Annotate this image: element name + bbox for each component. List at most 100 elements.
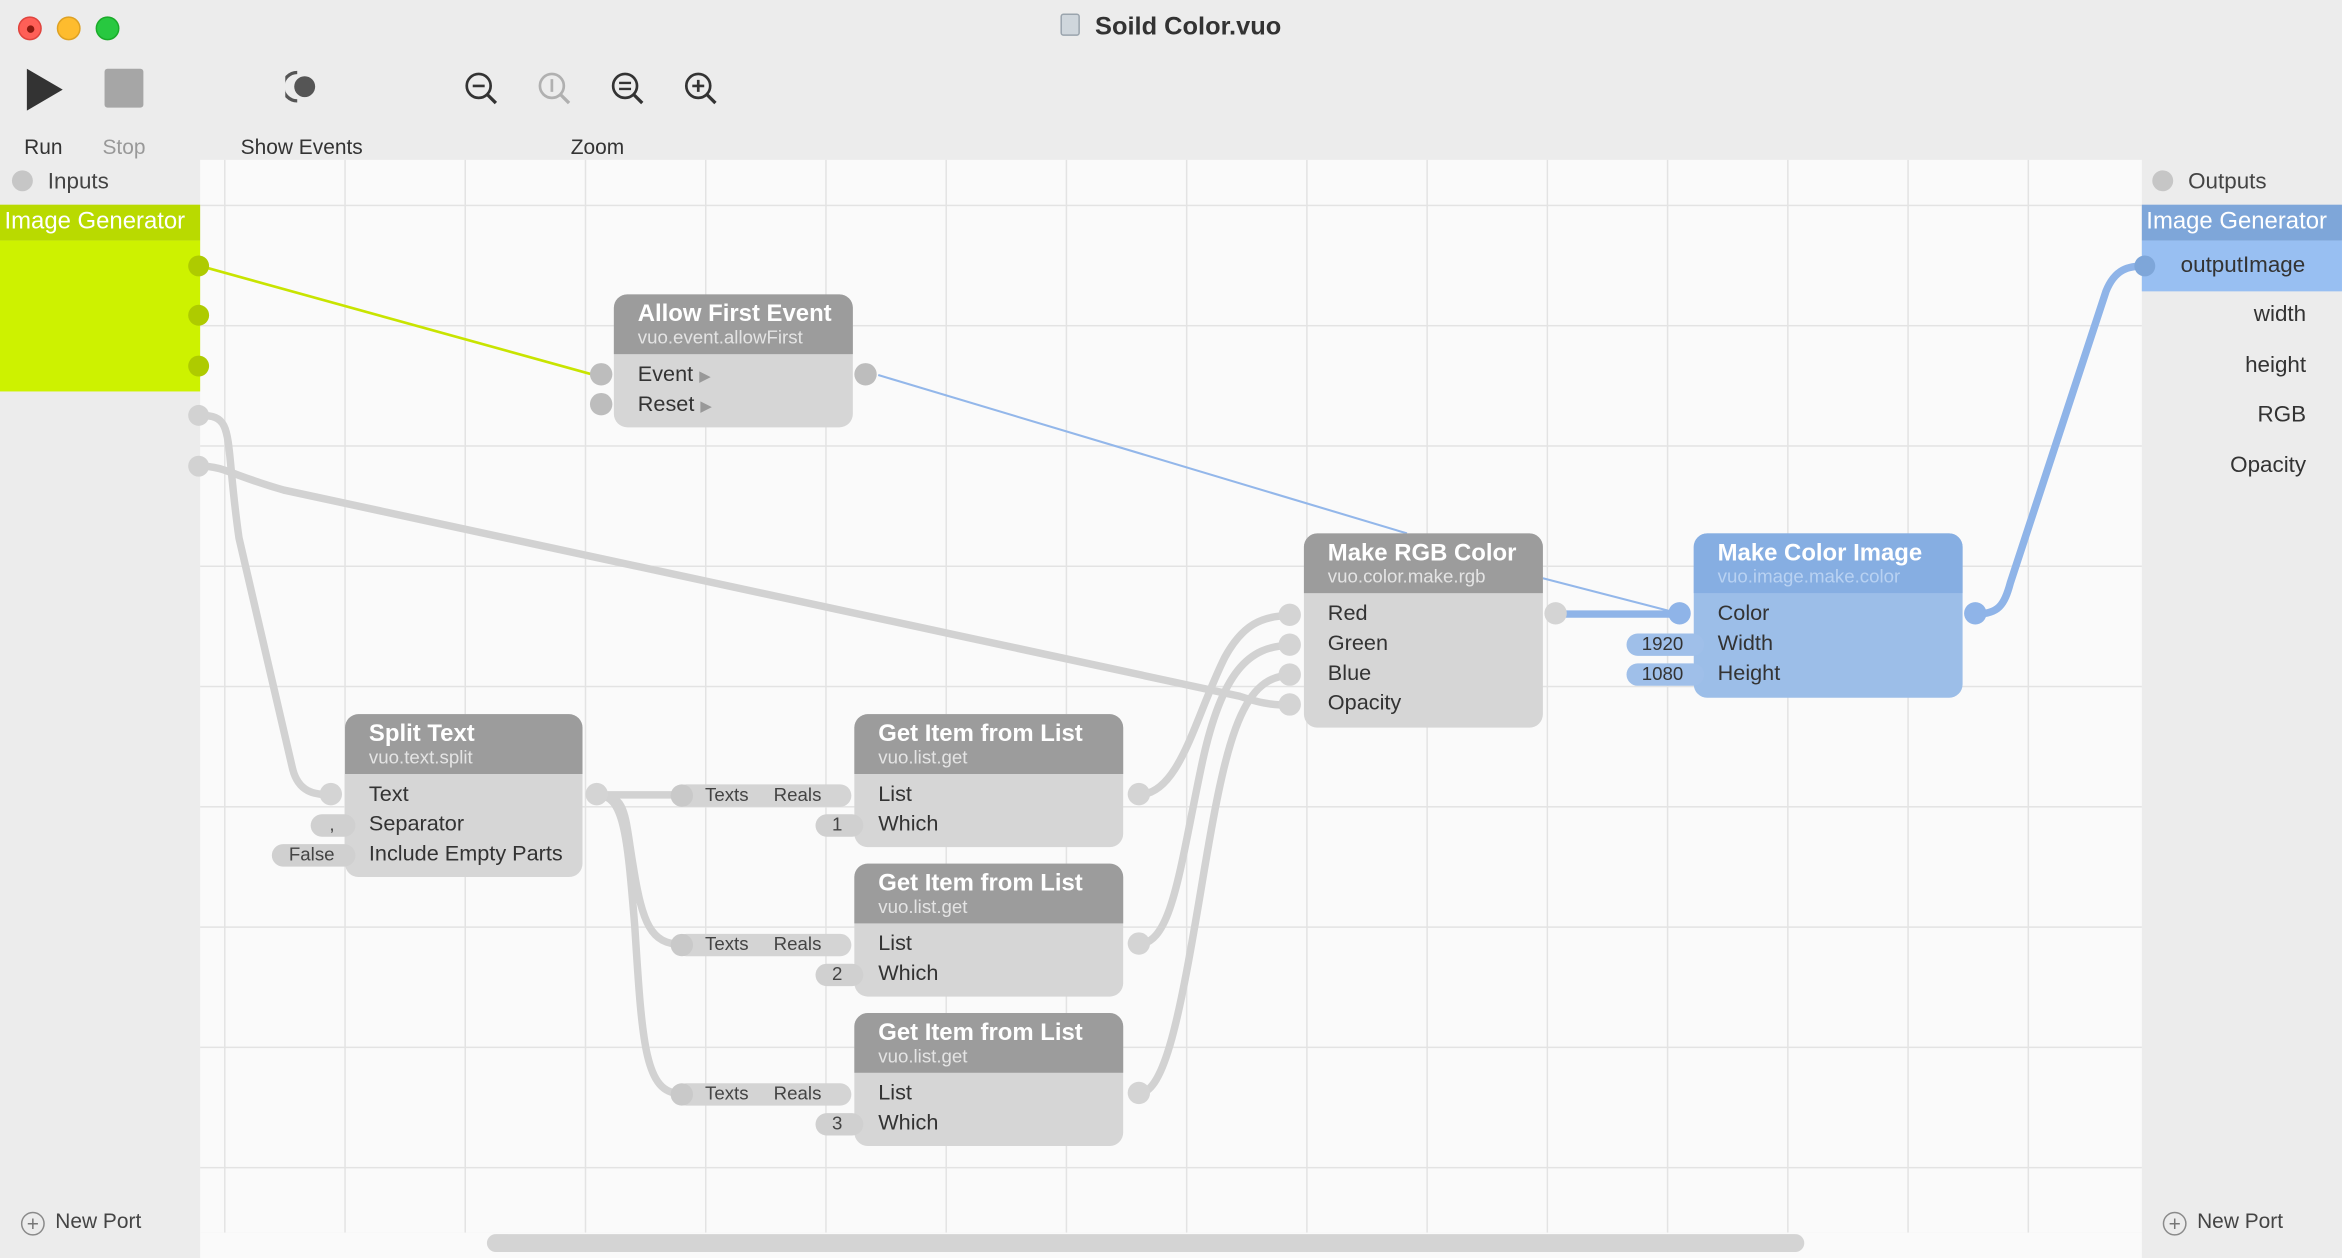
opacity-input-dot[interactable]: [1278, 693, 1301, 716]
port-green[interactable]: Green: [1327, 632, 1389, 656]
new-output-port-button[interactable]: +New Port: [2162, 1209, 2283, 1236]
blue-input-dot[interactable]: [1278, 663, 1301, 686]
separator-constant[interactable]: ,: [310, 814, 356, 837]
green-input-dot[interactable]: [1278, 633, 1301, 656]
which-constant-1[interactable]: 1: [815, 814, 864, 837]
which-constant-2[interactable]: 2: [815, 963, 864, 987]
outputimage-port-dot[interactable]: [2134, 255, 2156, 277]
zoom-to-fit-icon[interactable]: [608, 69, 647, 108]
outputs-toggle-icon[interactable]: [2152, 170, 2174, 192]
input-port-width[interactable]: width: [2253, 301, 2307, 328]
node-title: Split Text: [368, 721, 475, 748]
port-opacity[interactable]: Opacity: [1327, 691, 1402, 716]
inputs-toggle-icon[interactable]: [11, 170, 33, 192]
port-list[interactable]: List: [878, 1081, 912, 1106]
node-get-item-2[interactable]: Get Item from List vuo.list.get List Whi…: [854, 863, 1151, 997]
run-label: Run: [24, 134, 63, 159]
port-include-empty-parts[interactable]: Include Empty Parts: [368, 842, 563, 867]
stop-label: Stop: [102, 134, 146, 159]
node-header[interactable]: Allow First Event vuo.event.allowFirst: [613, 294, 853, 355]
height-constant[interactable]: 1080: [1626, 663, 1705, 686]
maximize-window-button[interactable]: [95, 16, 120, 41]
port-reset[interactable]: Reset ▶: [637, 392, 712, 417]
port-red[interactable]: Red: [1327, 602, 1368, 627]
node-header[interactable]: Make Color Image vuo.image.make.color: [1693, 533, 1963, 594]
actual-size-icon[interactable]: [535, 69, 574, 108]
time-port-dot[interactable]: [188, 255, 210, 277]
input-port-height[interactable]: height: [2245, 352, 2307, 379]
input-protocol-header: Image Generator: [0, 204, 201, 241]
output-port-outputimage[interactable]: outputImage: [2180, 252, 2306, 278]
rgb-port-dot[interactable]: [188, 404, 210, 426]
node-allow-first-event[interactable]: Allow First Event vuo.event.allowFirst E…: [589, 294, 877, 428]
port-height[interactable]: Height: [1717, 661, 1781, 686]
run-button[interactable]: Run: [13, 63, 73, 159]
input-port-opacity[interactable]: Opacity: [2230, 452, 2307, 479]
port-blue[interactable]: Blue: [1327, 661, 1372, 686]
port-width[interactable]: Width: [1717, 632, 1774, 656]
opacity-port-dot[interactable]: [188, 455, 210, 477]
node-make-rgb-color[interactable]: Make RGB Color vuo.color.make.rgb Red Gr…: [1278, 533, 1567, 728]
port-which[interactable]: Which: [878, 962, 939, 987]
node-make-color-image[interactable]: Make Color Image vuo.image.make.color Co…: [1668, 533, 1987, 698]
image-output-dot[interactable]: [1964, 602, 1987, 625]
node-header[interactable]: Get Item from List vuo.list.get: [854, 1012, 1124, 1073]
minimize-window-button[interactable]: [56, 16, 81, 41]
port-which[interactable]: Which: [878, 812, 939, 837]
red-input-dot[interactable]: [1278, 603, 1301, 627]
port-event[interactable]: Event ▶: [637, 363, 711, 387]
show-events-icon: [285, 70, 316, 103]
color-output-dot[interactable]: [1544, 602, 1567, 625]
split-output-dot[interactable]: [585, 782, 608, 806]
horizontal-scrollbar[interactable]: [486, 1234, 1805, 1253]
node-header[interactable]: Split Text vuo.text.split: [345, 714, 583, 774]
inputs-header: Inputs: [11, 169, 109, 194]
converter-3-input-dot[interactable]: [670, 1083, 694, 1106]
port-list[interactable]: List: [878, 932, 912, 957]
port-color[interactable]: Color: [1717, 602, 1770, 627]
converter-1-input-dot[interactable]: [670, 784, 694, 807]
node-header[interactable]: Get Item from List vuo.list.get: [854, 863, 1124, 924]
color-input-dot[interactable]: [1668, 602, 1691, 625]
get-item-output-dot[interactable]: [1127, 932, 1151, 955]
node-split-text[interactable]: Split Text vuo.text.split Text Separator…: [319, 714, 608, 878]
converter-2-input-dot[interactable]: [670, 933, 694, 957]
which-constant-3[interactable]: 3: [815, 1113, 864, 1136]
height-port-dot[interactable]: [188, 355, 210, 377]
port-which[interactable]: Which: [878, 1111, 939, 1136]
zoom-in-icon[interactable]: [681, 69, 720, 108]
node-get-item-3[interactable]: Get Item from List vuo.list.get List Whi…: [854, 1012, 1151, 1146]
node-header[interactable]: Get Item from List vuo.list.get: [854, 714, 1124, 774]
node-title: Get Item from List: [878, 1020, 1083, 1046]
get-item-output-dot[interactable]: [1127, 782, 1151, 806]
document-icon: [1060, 13, 1081, 36]
input-port-rgb[interactable]: RGB: [2257, 401, 2307, 428]
include-empty-constant[interactable]: False: [271, 844, 356, 867]
new-input-port-button[interactable]: +New Port: [20, 1209, 141, 1236]
event-input-dot[interactable]: [589, 363, 613, 386]
node-header[interactable]: Make RGB Color vuo.color.make.rgb: [1303, 533, 1543, 594]
port-separator[interactable]: Separator: [368, 812, 465, 837]
cable-image-output: [1975, 262, 2145, 618]
port-list[interactable]: List: [878, 782, 912, 807]
node-get-item-1[interactable]: Get Item from List vuo.list.get List Whi…: [854, 714, 1151, 848]
composition-canvas[interactable]: [200, 159, 2142, 1233]
stop-button[interactable]: Stop: [94, 63, 154, 159]
cable-opacity-makergb: [200, 462, 1291, 709]
port-text[interactable]: Text: [368, 782, 409, 807]
node-class: vuo.list.get: [878, 1045, 968, 1067]
allowfirst-output-dot[interactable]: [854, 363, 877, 386]
width-constant[interactable]: 1920: [1626, 633, 1705, 656]
text-input-dot[interactable]: [319, 782, 343, 806]
reset-input-dot[interactable]: [589, 392, 613, 416]
width-port-dot[interactable]: [188, 304, 210, 326]
zoom-out-icon[interactable]: [462, 69, 501, 108]
close-window-button[interactable]: [17, 16, 42, 41]
output-protocol-header: Image Generator: [2141, 204, 2342, 241]
show-events-button[interactable]: Show Events: [227, 63, 376, 158]
get-item-output-dot[interactable]: [1127, 1081, 1151, 1105]
